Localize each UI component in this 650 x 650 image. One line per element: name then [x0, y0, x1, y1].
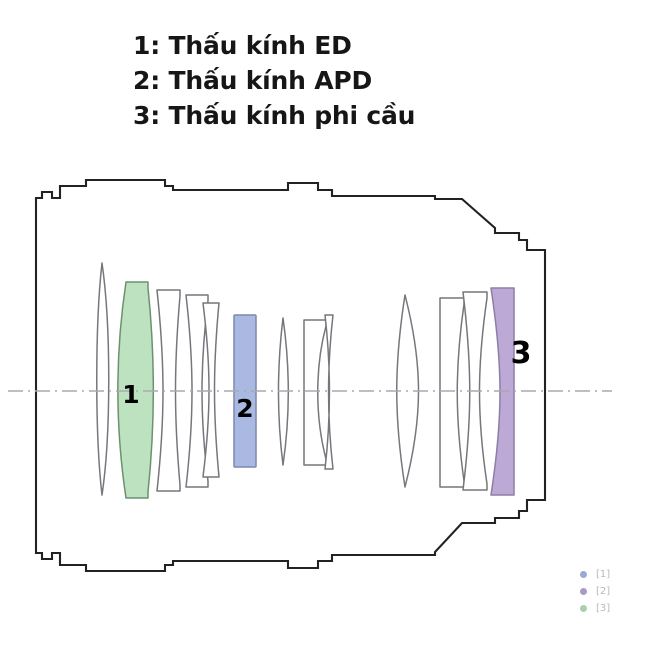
lens-element-front-3	[156, 289, 181, 492]
key-label-3: [3]	[596, 602, 611, 614]
lens-barrel-outline	[34, 178, 547, 573]
caption-line-apd: 2: Thấu kính APD	[133, 66, 373, 95]
key-label-1: [1]	[596, 568, 611, 580]
color-key: [1] [2] [3]	[580, 566, 642, 617]
caption-line-aspherical: 3: Thấu kính phi cầu	[133, 101, 416, 130]
key-dot-1	[580, 571, 587, 578]
lens-cross-section-diagram: 1 2 3	[0, 155, 650, 625]
element-number-3: 3	[511, 336, 532, 371]
caption-line-ed: 1: Thấu kính ED	[133, 31, 352, 60]
lens-element-front-1	[96, 262, 110, 496]
lens-element-front-5	[202, 302, 220, 478]
element-number-1: 1	[122, 380, 139, 409]
key-dot-3	[580, 605, 587, 612]
key-label-2: [2]	[596, 585, 611, 597]
key-item-3: [3]	[580, 600, 642, 617]
legend-caption: 1: Thấu kính ED 2: Thấu kính APD 3: Thấu…	[133, 28, 553, 133]
key-dot-2	[580, 588, 587, 595]
element-number-2: 2	[236, 394, 253, 423]
lens-element-middle-3	[324, 314, 334, 470]
key-item-2: [2]	[580, 583, 642, 600]
key-item-1: [1]	[580, 566, 642, 583]
lens-element-ed	[117, 281, 154, 499]
